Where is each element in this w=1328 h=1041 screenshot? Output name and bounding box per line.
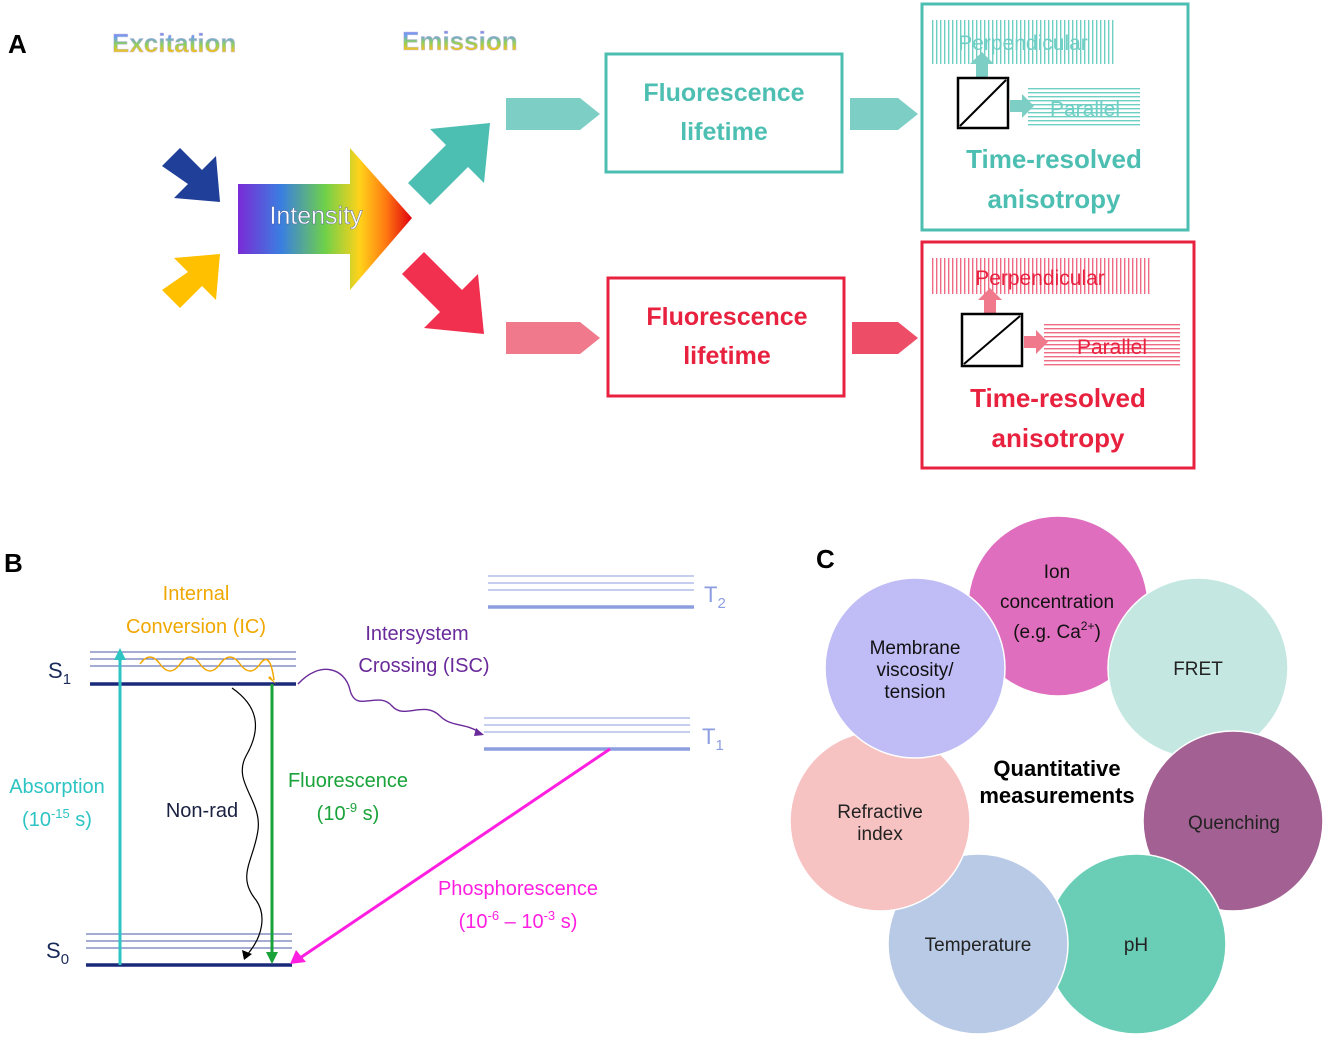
teal-parallel-stripes xyxy=(1028,88,1140,126)
panel-c: C Ion concentration (e.g. Ca2+) FRET Que… xyxy=(789,515,1324,1035)
membrane-circle xyxy=(824,577,1006,759)
absorption-label: Absorption xyxy=(9,776,105,798)
red-parallel-label: Parallel xyxy=(1077,336,1147,359)
t2-levels xyxy=(488,575,694,609)
teal-up-arrow xyxy=(970,52,994,78)
teal-polarizer-icon xyxy=(956,76,1010,130)
ic-arrowhead xyxy=(268,676,276,684)
red-chevron-2 xyxy=(852,322,918,354)
red-perpendicular-label: Perpendicular xyxy=(975,267,1105,290)
t1-label: T1 xyxy=(702,724,724,754)
excitation-label: Excitation xyxy=(112,28,236,58)
teal-chevron-2 xyxy=(850,98,918,130)
emission-label: Emission xyxy=(402,26,518,56)
phosphorescence-label: Phosphorescence xyxy=(438,878,598,900)
fret-label: FRET xyxy=(1173,659,1223,680)
phosphorescence-arrow xyxy=(299,747,611,960)
teal-perpendicular-stripes xyxy=(930,20,1116,64)
red-lifetime-box xyxy=(606,276,846,398)
nonrad-arrowhead xyxy=(242,950,252,960)
blue-excitation-arrow xyxy=(162,148,220,202)
ion-line1: Ion xyxy=(1044,562,1070,583)
teal-aniso-line2: anisotropy xyxy=(988,184,1121,214)
temperature-label: Temperature xyxy=(925,935,1032,956)
teal-chevron-1 xyxy=(506,98,600,130)
red-lifetime-line1: Fluorescence xyxy=(646,303,807,331)
teal-perpendicular-label: Perpendicular xyxy=(958,32,1088,55)
teal-lifetime-line1: Fluorescence xyxy=(643,79,804,107)
quenching-label: Quenching xyxy=(1188,813,1280,834)
absorption-arrowhead xyxy=(114,648,126,660)
isc-label-line2: Crossing (ISC) xyxy=(358,655,489,677)
panel-c-label: C xyxy=(816,544,835,574)
panel-a-label: A xyxy=(8,29,27,59)
panel-b-label: B xyxy=(4,548,23,578)
ph-label: pH xyxy=(1124,935,1148,956)
intensity-label: Intensity xyxy=(269,202,363,230)
panel-b: B S1 S0 T2 xyxy=(4,548,726,968)
red-diagonal-arrow xyxy=(402,252,484,334)
center-line1: Quantitative xyxy=(993,756,1120,781)
panel-a: A Excitation Emission Intensity Fluoresc… xyxy=(8,2,1196,470)
phosphorescence-arrowhead xyxy=(290,950,306,964)
red-perpendicular-stripes xyxy=(930,258,1150,294)
membrane-line3: tension xyxy=(884,682,945,703)
fluorescence-label: Fluorescence xyxy=(288,770,408,792)
yellow-excitation-arrow xyxy=(162,254,220,308)
teal-diagonal-arrow xyxy=(408,123,490,205)
quenching-circle xyxy=(1142,730,1324,912)
red-aniso-line1: Time-resolved xyxy=(970,383,1146,413)
teal-aniso-line1: Time-resolved xyxy=(966,144,1142,174)
fluorescence-time: (10-9 s) xyxy=(317,800,380,825)
teal-lifetime-line2: lifetime xyxy=(680,118,768,146)
ion-line2: concentration xyxy=(1000,592,1114,613)
isc-label-line1: Intersystem xyxy=(365,623,468,645)
refractive-line2: index xyxy=(857,824,903,845)
red-parallel-stripes xyxy=(1044,322,1180,366)
red-polarizer-icon xyxy=(960,312,1024,368)
nonrad-label: Non-rad xyxy=(166,800,238,822)
ion-line3: (e.g. Ca2+) xyxy=(1013,619,1101,643)
isc-arrowhead xyxy=(474,728,484,736)
isc-wavy-arrow xyxy=(297,668,483,735)
red-chevron-1 xyxy=(506,322,600,354)
red-lifetime-line2: lifetime xyxy=(683,342,771,370)
red-up-arrow xyxy=(978,288,1002,314)
s0-levels xyxy=(86,933,292,967)
ic-wavy-arrow xyxy=(139,656,275,681)
temperature-circle xyxy=(887,853,1069,1035)
teal-parallel-label: Parallel xyxy=(1050,98,1120,121)
s0-label: S0 xyxy=(46,938,69,968)
phosphorescence-time: (10-6 – 10-3 s) xyxy=(459,908,578,933)
intensity-arrow xyxy=(238,148,412,290)
refractive-line1: Refractive xyxy=(837,802,923,823)
membrane-line2: viscosity/ xyxy=(876,660,954,681)
center-line2: measurements xyxy=(979,783,1134,808)
red-right-arrow xyxy=(1024,330,1048,354)
teal-lifetime-box xyxy=(604,52,844,174)
nonrad-wavy-arrow xyxy=(231,687,263,957)
s1-label: S1 xyxy=(48,658,71,688)
absorption-time: (10-15 s) xyxy=(22,806,92,831)
t1-levels xyxy=(484,717,690,751)
teal-right-arrow xyxy=(1010,94,1034,118)
fluorescence-arrowhead xyxy=(266,952,278,964)
ic-label-line1: Internal xyxy=(163,583,230,605)
membrane-line1: Membrane xyxy=(870,638,961,659)
red-aniso-line2: anisotropy xyxy=(992,423,1125,453)
ic-label-line2: Conversion (IC) xyxy=(126,616,266,638)
t2-label: T2 xyxy=(704,582,726,612)
